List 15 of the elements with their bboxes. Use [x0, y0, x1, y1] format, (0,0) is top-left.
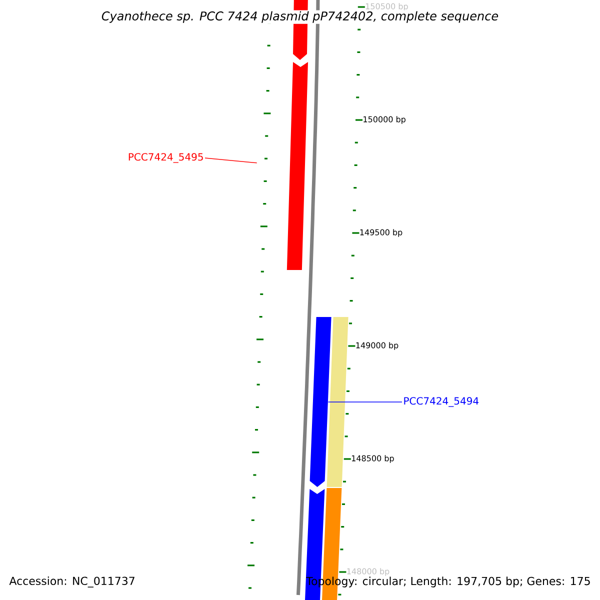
gene-bar [286, 62, 308, 270]
scale-label: 150500 bp [366, 3, 408, 11]
gene-bar [326, 317, 348, 487]
scale-label: 149000 bp [356, 342, 398, 350]
summary-text: Topology: circular; Length: 197,705 bp; Genes: 175 [306, 576, 590, 588]
scale-label: 148500 bp [352, 455, 394, 463]
scale-label: 149500 bp [360, 229, 402, 237]
accession-text: Accession: NC_011737 [9, 576, 134, 588]
leader-line [204, 158, 258, 164]
scale-label: 150000 bp [364, 116, 406, 124]
gene-bar [310, 317, 332, 487]
scale-label: 148000 bp [347, 568, 390, 576]
gene-label: PCC7424_5494 [404, 397, 479, 407]
gene-label: PCC7424_5495 [128, 153, 203, 163]
title: Cyanothece sp. PCC 7424 plasmid pP742402, complete sequence [100, 10, 500, 24]
